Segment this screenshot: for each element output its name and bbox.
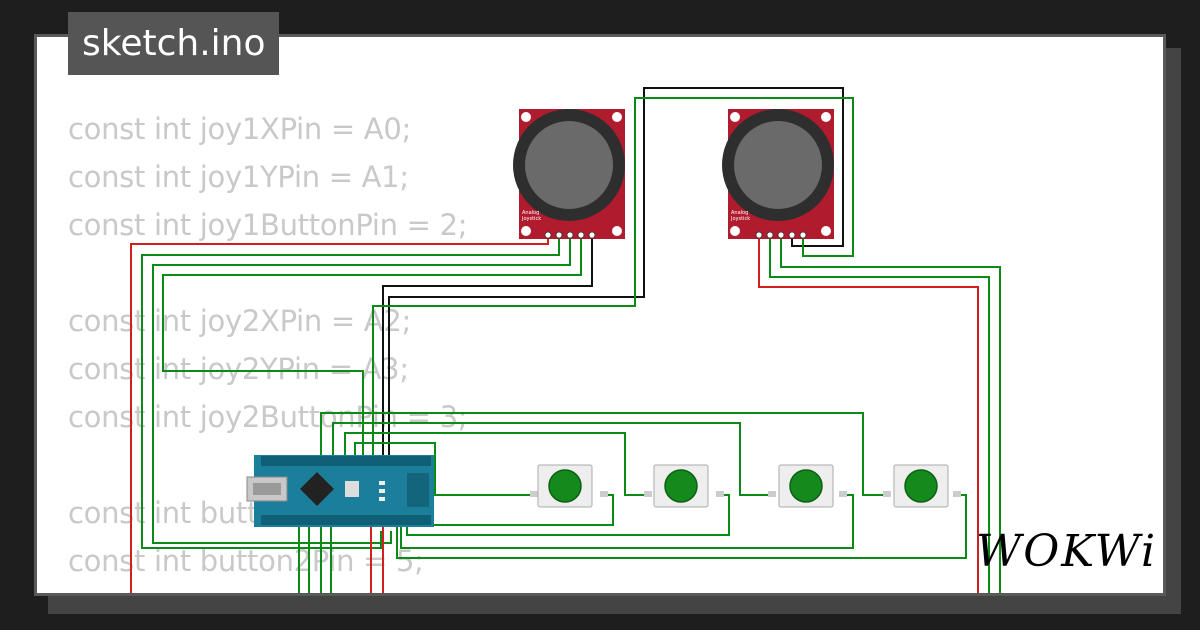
mount-hole [730, 226, 740, 236]
reset-button[interactable] [345, 481, 359, 497]
button-cap[interactable] [548, 469, 582, 503]
wire-btn3-signal [332, 422, 768, 496]
pin-sel [577, 231, 585, 239]
joystick-label: Analog [731, 210, 748, 216]
arduino-nano[interactable] [246, 455, 434, 527]
wire-joy1-vcc [130, 239, 549, 593]
button-leg [644, 491, 652, 497]
pushbutton-4[interactable] [883, 464, 961, 508]
icsp-header [407, 473, 429, 507]
pin-vcc [755, 231, 763, 239]
wire-joy2-vert [769, 239, 990, 593]
joystick-2[interactable]: Analog Joystick [722, 109, 834, 239]
joystick-1[interactable]: Analog Joystick [513, 109, 625, 239]
button-cap[interactable] [664, 469, 698, 503]
wire-joy1-sel [162, 239, 582, 461]
pin-vcc [544, 231, 552, 239]
mount-hole [521, 226, 531, 236]
wire-btn4-signal [320, 412, 883, 496]
joystick-label: Analog [522, 210, 539, 216]
microcontroller-chip [300, 472, 334, 506]
button-cap[interactable] [904, 469, 938, 503]
wire-btn2-gnd [406, 494, 730, 536]
wire-btn1-signal [354, 442, 530, 496]
code-line: const int joy2XPin = A2; [68, 304, 411, 338]
joystick-label: Joystick [521, 216, 541, 222]
mount-hole [730, 112, 740, 122]
pin-vert [766, 231, 774, 239]
code-line: const int joy1XPin = A0; [68, 112, 411, 146]
wire-joy2-gnd [372, 97, 854, 461]
wire-joy2-sel [388, 87, 844, 461]
file-name-tab: sketch.ino [68, 12, 280, 75]
joystick-knob[interactable] [734, 121, 822, 209]
code-line: const int joy2YPin = A3; [68, 352, 409, 386]
led-indicator [379, 481, 385, 485]
button-leg [716, 491, 724, 497]
pin-vert [555, 231, 563, 239]
led-indicator [379, 489, 385, 493]
simulation-canvas[interactable]: const int joy1XPin = A0; const int joy1Y… [34, 34, 1166, 596]
wire-btn2-signal [344, 432, 644, 496]
pin-horz [566, 231, 574, 239]
led-indicator [379, 497, 385, 501]
pushbutton-1[interactable] [530, 464, 608, 508]
wire-btn3-gnd [400, 494, 854, 549]
code-line: const int button3Pin = 6; [68, 585, 467, 593]
mount-hole [612, 226, 622, 236]
button-leg [839, 491, 847, 497]
button-leg [768, 491, 776, 497]
wire-btn1-gnd [405, 494, 614, 526]
pushbutton-3[interactable] [768, 464, 847, 508]
code-line: const int joy1ButtonPin = 2; [68, 208, 468, 242]
wire-joy2-vcc [758, 239, 979, 593]
pin-sel [788, 231, 796, 239]
pin-gnd [588, 231, 596, 239]
wire-btn4-gnd [396, 494, 967, 559]
top-pin-row [261, 456, 431, 466]
wokwi-logo: WOKWi [976, 526, 1158, 577]
mount-hole [612, 112, 622, 122]
pin-horz [777, 231, 785, 239]
pin-gnd [799, 231, 807, 239]
joystick-label: Joystick [730, 216, 750, 222]
button-leg [530, 491, 538, 497]
usb-port [253, 483, 281, 495]
mount-hole [821, 112, 831, 122]
pushbutton-2[interactable] [644, 464, 724, 508]
wire-joy1-gnd [382, 239, 593, 461]
wire-joy2-horz [780, 239, 1001, 593]
button-leg [600, 491, 608, 497]
wire-joy1-vert [141, 239, 560, 549]
code-line: const int joy2ButtonPin = 3; [68, 400, 468, 434]
mount-hole [521, 112, 531, 122]
mount-hole [821, 226, 831, 236]
bottom-pin-row [261, 515, 431, 525]
button-leg [953, 491, 961, 497]
wire-joy1-horz [152, 239, 571, 544]
code-line: const int joy1YPin = A1; [68, 160, 409, 194]
button-leg [883, 491, 891, 497]
wires [130, 87, 1001, 593]
joystick-knob[interactable] [525, 121, 613, 209]
button-cap[interactable] [789, 469, 823, 503]
circuit-diagram: Analog Joystick Analog Joystick [130, 87, 1001, 593]
